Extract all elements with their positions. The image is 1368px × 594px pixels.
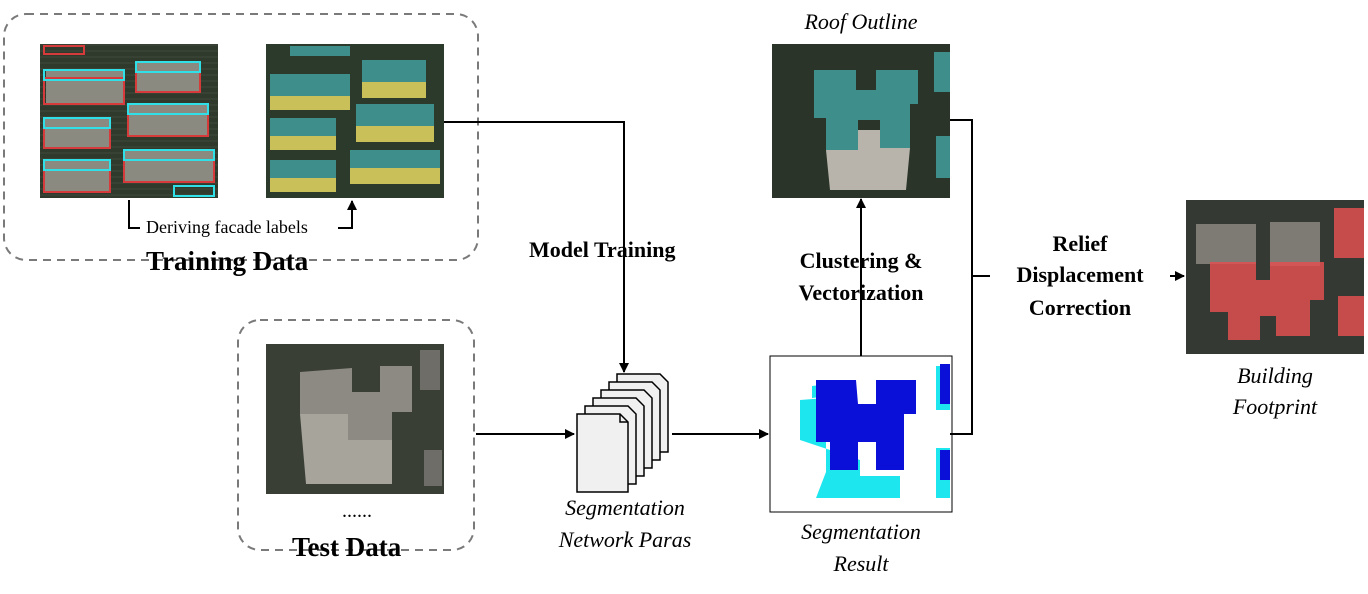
training-image-roof-facade bbox=[266, 44, 444, 198]
clustering-line2: Vectorization bbox=[798, 280, 924, 305]
segmentation-paras-line1: Segmentation bbox=[565, 495, 685, 520]
segmentation-result-line2: Result bbox=[833, 551, 889, 576]
network-params-document-stack bbox=[576, 373, 669, 493]
building-footprint-line2: Footprint bbox=[1232, 394, 1318, 419]
deriving-arrow bbox=[338, 200, 357, 229]
relief-line2: Displacement bbox=[990, 262, 1170, 288]
model-training-arrow bbox=[444, 121, 629, 373]
building-footprint-line1: Building bbox=[1237, 363, 1313, 388]
test-data-title: Test Data bbox=[292, 532, 402, 562]
relief-line1: Relief bbox=[1052, 231, 1108, 256]
relief-line3: Correction bbox=[1028, 295, 1132, 320]
roof-outline-label: Roof Outline bbox=[804, 9, 918, 34]
training-image-facade-labels bbox=[40, 44, 218, 198]
segmentation-result-image bbox=[769, 355, 953, 513]
training-data-frame bbox=[3, 13, 479, 261]
model-training-label: Model Training bbox=[529, 237, 676, 262]
relief-bracket bbox=[950, 119, 973, 435]
segmentation-paras-line2: Network Paras bbox=[558, 527, 692, 552]
test-image bbox=[266, 344, 444, 494]
segmentation-result-line1: Segmentation bbox=[801, 519, 921, 544]
roof-outline-image bbox=[772, 44, 950, 198]
training-data-title: Training Data bbox=[146, 246, 309, 276]
deriving-bracket-left bbox=[128, 200, 140, 229]
deriving-facade-labels-text: Deriving facade labels bbox=[146, 217, 308, 237]
building-footprint-image bbox=[1186, 200, 1364, 354]
clustering-line1: Clustering & bbox=[799, 248, 923, 273]
test-ellipsis: ...... bbox=[342, 500, 372, 522]
